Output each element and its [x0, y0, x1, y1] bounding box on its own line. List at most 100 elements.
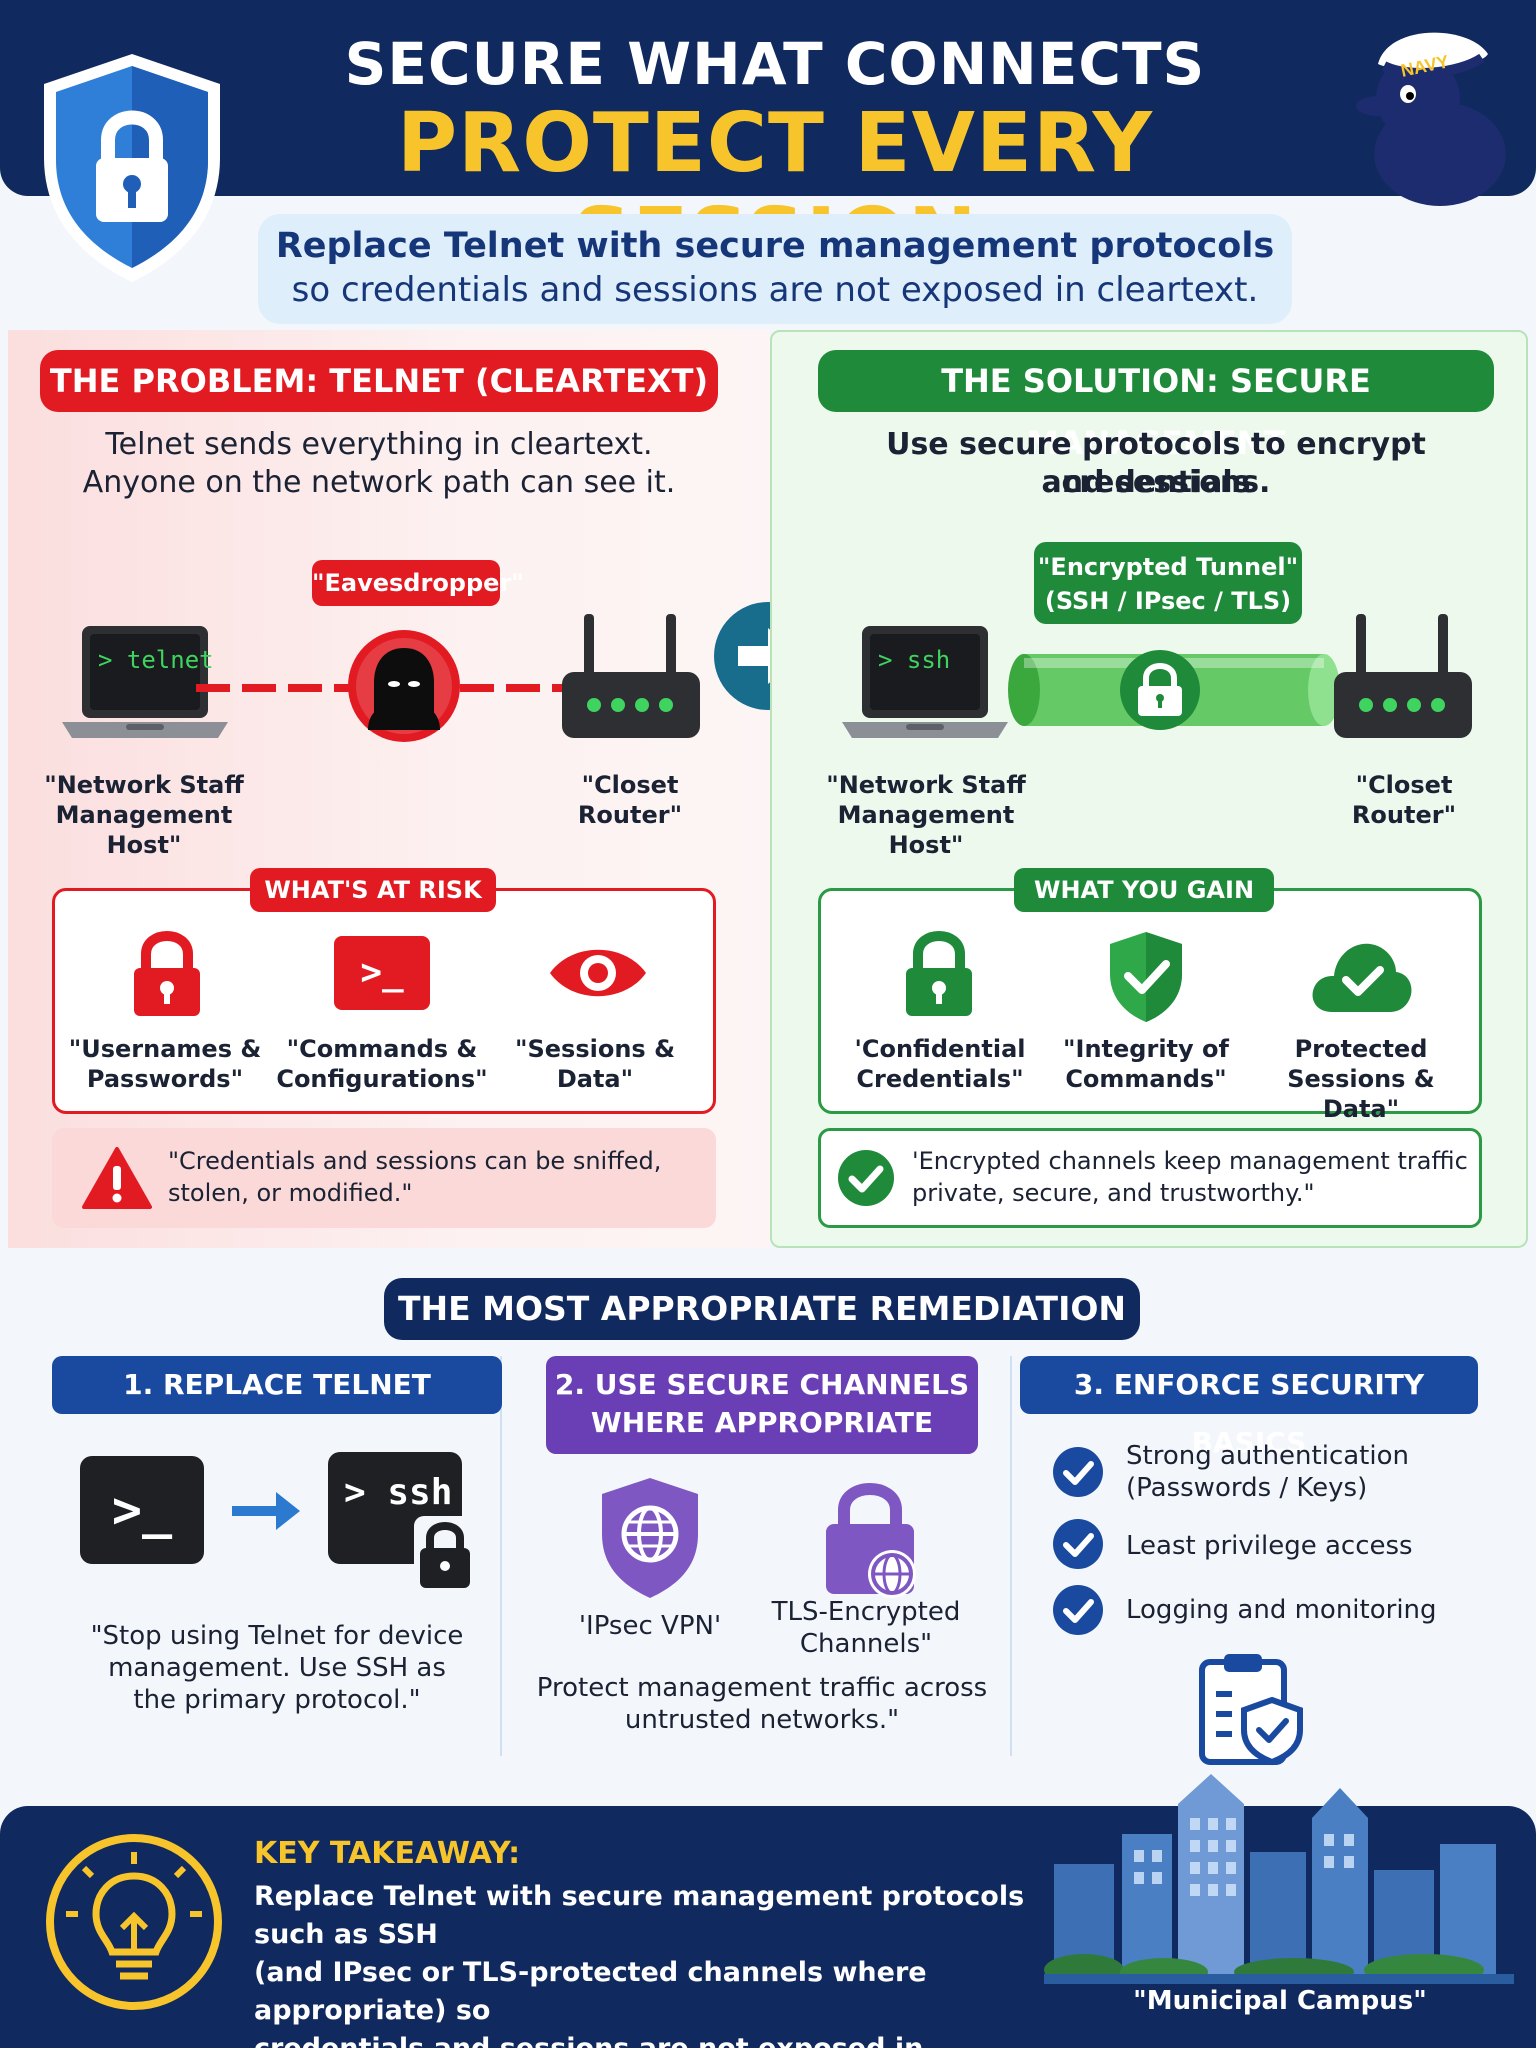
router-icon: [562, 614, 700, 738]
lock-icon: [414, 1516, 476, 1592]
telnet-laptop-icon: [62, 626, 228, 738]
problem-lead-1: Telnet sends everything in cleartext.: [105, 427, 653, 462]
subtitle-box: [258, 214, 1292, 324]
hacker-icon: [348, 630, 460, 742]
risk-label-2b: Configurations": [276, 1065, 488, 1093]
telnet-terminal-icon: >_: [80, 1456, 204, 1564]
problem-lead-2: Anyone on the network path can see it.: [82, 465, 676, 500]
ssh-prompt: > ssh: [878, 646, 951, 674]
remediation-step-2-title: 2. USE SECURE CHANNELS WHERE APPROPRIATE: [546, 1356, 978, 1454]
check-circle-icon: [1053, 1585, 1103, 1635]
shield-lock-icon: [44, 54, 220, 282]
tls-label-2: Channels": [799, 1629, 933, 1659]
gain-label-3a: Protected: [1294, 1035, 1428, 1063]
terminal-icon: >_: [334, 936, 430, 1010]
ipsec-vpn-label: 'IPsec VPN': [578, 1611, 722, 1641]
host-label-left-2: Management Host": [55, 801, 233, 859]
router-label-right-2: Router": [1351, 801, 1457, 829]
host-label-left-1: "Network Staff: [44, 771, 244, 799]
subtitle-line-2: so credentials and sessions are not expo…: [291, 270, 1259, 310]
remediation-column-3: [1010, 1356, 1488, 1756]
risk-label-2a: "Commands &: [286, 1035, 478, 1063]
router-icon: [1334, 614, 1472, 738]
router-label-right-1: "Closet: [1355, 771, 1453, 799]
remediation-column-1: [52, 1356, 502, 1756]
basics-item-1a: Strong authentication: [1126, 1441, 1409, 1471]
warning-icon: [82, 1147, 152, 1209]
telnet-prompt: > telnet: [98, 646, 214, 674]
step-2-text-1: Protect management traffic across: [536, 1673, 988, 1703]
risk-label-3a: "Sessions &: [514, 1035, 675, 1063]
ssh-terminal-text: > ssh: [344, 1472, 453, 1513]
check-circle-icon: [1053, 1519, 1103, 1569]
headline-primary: SECURE WHAT CONNECTS: [344, 30, 1206, 98]
basics-item-3: Logging and monitoring: [1126, 1595, 1437, 1625]
step-1-text-1: "Stop using Telnet for device: [90, 1621, 464, 1651]
remediation-step-1-title: 1. REPLACE TELNET: [52, 1356, 502, 1414]
eavesdropper-label: "Eavesdropper": [312, 560, 524, 606]
gain-label-2b: Commands": [1065, 1065, 1227, 1093]
gain-title: WHAT YOU GAIN: [1014, 868, 1274, 912]
subtitle-line-1: Replace Telnet with secure management pr…: [275, 226, 1275, 266]
remediation-step-3-title: 3. ENFORCE SECURITY BASICS: [1020, 1356, 1478, 1459]
host-label-right-1: "Network Staff: [826, 771, 1026, 799]
risk-label-1b: Passwords": [86, 1065, 244, 1093]
city-skyline-illustration: [1044, 1774, 1514, 1984]
tunnel-label-2: (SSH / IPsec / TLS): [1044, 587, 1292, 615]
shield-check-icon: [1110, 932, 1182, 1022]
lightbulb-icon: [46, 1834, 222, 2010]
takeaway-line-1: Replace Telnet with secure management pr…: [254, 1881, 1025, 1950]
assurance-box: [818, 1128, 1482, 1228]
basics-item-1b: (Passwords / Keys): [1126, 1473, 1368, 1503]
warning-box: [52, 1128, 716, 1228]
basics-item-2: Least privilege access: [1126, 1531, 1413, 1561]
navy-mascot-logo: NAVY: [1356, 32, 1506, 206]
takeaway-line-2: (and IPsec or TLS-protected channels whe…: [254, 1957, 927, 2026]
assurance-text-1: 'Encrypted channels keep management traf…: [912, 1147, 1468, 1175]
takeaway-line-3: credentials and sessions are not exposed…: [254, 2030, 1054, 2048]
step-1-text-2: management. Use SSH as: [108, 1653, 446, 1683]
warning-text-2: stolen, or modified.": [168, 1179, 413, 1207]
solution-lead-2: and sessions.: [1041, 465, 1271, 500]
remediation-title: THE MOST APPROPRIATE REMEDIATION: [384, 1278, 1140, 1340]
tunnel-label-1: "Encrypted Tunnel": [1037, 553, 1299, 581]
takeaway-title: KEY TAKEAWAY:: [254, 1836, 521, 1871]
assurance-text-2: private, secure, and trustworthy.": [912, 1179, 1315, 1207]
tunnel-label: "Encrypted Tunnel" (SSH / IPsec / TLS): [1034, 542, 1302, 624]
ssh-laptop-icon: [842, 626, 1008, 738]
remediation-step-2-title-1: 2. USE SECURE CHANNELS: [554, 1368, 970, 1401]
problem-title: THE PROBLEM: TELNET (CLEARTEXT): [40, 350, 718, 412]
risk-label-1a: "Usernames &: [68, 1035, 262, 1063]
lock-icon: [134, 931, 200, 1016]
step-1-text-3: the primary protocol.": [133, 1685, 421, 1715]
gain-label-1a: 'Confidential: [854, 1035, 1026, 1063]
solution-title: THE SOLUTION: SECURE MANAGEMENT: [818, 350, 1494, 462]
arrow-right-icon: [232, 1492, 300, 1530]
cloud-check-icon: [1312, 943, 1412, 1012]
gain-label-2a: "Integrity of: [1063, 1035, 1229, 1063]
router-label-left-1: "Closet: [581, 771, 679, 799]
router-label-left-2: Router": [577, 801, 683, 829]
check-circle-icon: [1053, 1447, 1103, 1497]
header-banner: [0, 0, 1536, 196]
clipboard-shield-icon: [1199, 1654, 1303, 1766]
encrypted-tunnel-icon: [1008, 650, 1340, 730]
gain-label-3b: Sessions & Data": [1287, 1065, 1435, 1123]
takeaway-text: Replace Telnet with secure management pr…: [254, 1878, 1054, 2048]
gain-label-1b: Credentials": [856, 1065, 1024, 1093]
vpn-shield-globe-icon: [602, 1478, 698, 1598]
tls-lock-globe-icon: [826, 1483, 916, 1598]
eye-icon: [550, 949, 646, 997]
risk-title: WHAT'S AT RISK: [250, 868, 496, 912]
host-label-right-2: Management Host": [837, 801, 1015, 859]
warning-text-1: "Credentials and sessions can be sniffed…: [168, 1147, 662, 1175]
cleartext-path: [196, 684, 566, 692]
tls-label-1: TLS-Encrypted: [771, 1597, 961, 1627]
solution-lead-1: Use secure protocols to encrypt credenti…: [886, 427, 1426, 500]
check-circle-icon: [838, 1150, 894, 1206]
campus-label: "Municipal Campus": [1133, 1986, 1427, 2016]
lock-icon: [906, 931, 972, 1016]
remediation-step-2-title-2: WHERE APPROPRIATE: [590, 1406, 934, 1439]
step-2-text-2: untrusted networks.": [624, 1705, 900, 1735]
risk-label-3b: Data": [556, 1065, 634, 1093]
